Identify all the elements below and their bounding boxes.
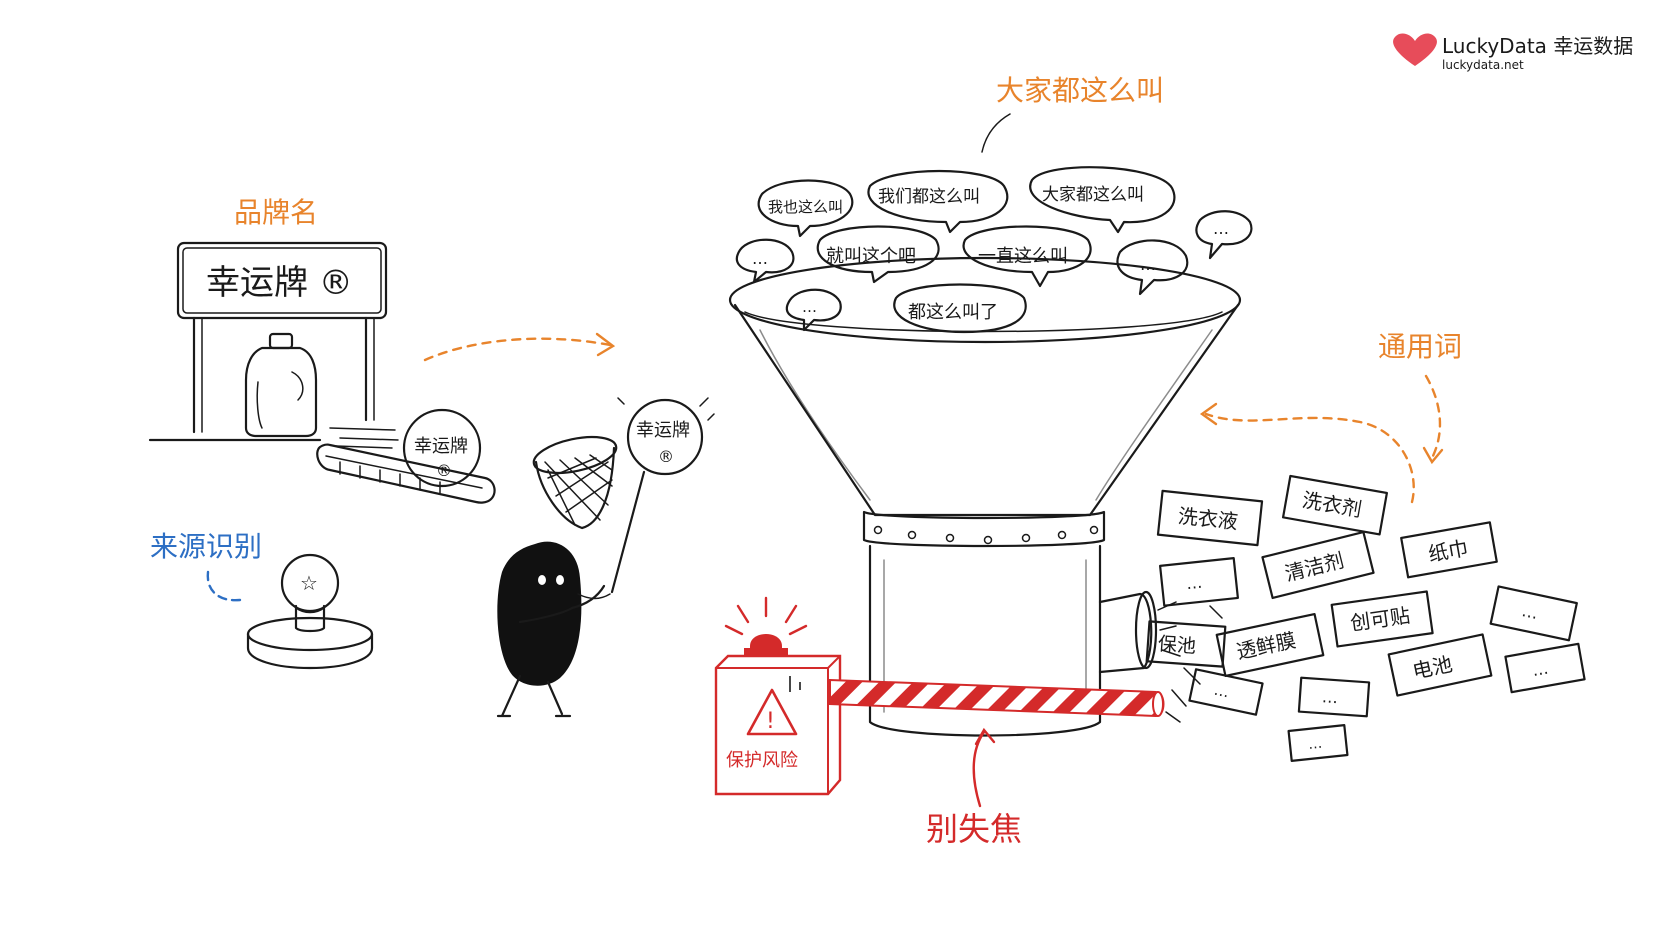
- bubble-text: 就叫这个吧: [826, 246, 916, 267]
- card-text: 清洁剂: [1282, 548, 1346, 586]
- speech-bubble: 我也这么叫: [757, 179, 854, 238]
- heart-icon: [1393, 33, 1437, 66]
- card-text: 洗衣液: [1177, 504, 1239, 534]
- speech-bubble: …: [1195, 210, 1253, 260]
- speech-bubble: …: [735, 238, 795, 284]
- speech-bubble: 一直这么叫: [962, 225, 1092, 288]
- sign-text: 幸运牌 ®: [206, 263, 353, 303]
- star-icon: ☆: [300, 571, 318, 595]
- blue-pointer: [206, 570, 242, 602]
- token-text: 幸运牌: [414, 436, 468, 457]
- arrowhead-icon: [595, 332, 616, 357]
- pointer-line: [981, 113, 1011, 153]
- word-card: …: [1297, 676, 1371, 718]
- bubble-text: …: [802, 298, 817, 316]
- card-text: 透鲜膜: [1234, 628, 1298, 664]
- token-mark: ®: [436, 461, 452, 480]
- word-card: 洗衣液: [1156, 489, 1264, 547]
- arrow-down-generic: [1424, 374, 1442, 460]
- speech-bubble: 大家都这么叫: [1029, 166, 1176, 234]
- card-text: …: [1185, 573, 1203, 594]
- arrowhead-icon: [1422, 446, 1444, 465]
- label-brand-name: 品牌名: [234, 196, 318, 229]
- word-card: 清洁剂: [1261, 530, 1375, 600]
- arrowhead-icon: [974, 727, 996, 746]
- label-source-id: 来源识别: [150, 530, 262, 563]
- bubble-text: …: [752, 249, 768, 268]
- label-everyone-calls: 大家都这么叫: [996, 74, 1164, 107]
- brand-sign: 幸运牌 ®: [148, 241, 388, 442]
- speech-bubble: 都这么叫了: [893, 283, 1027, 334]
- arrowhead-icon: [1199, 402, 1218, 426]
- alarm-light: [724, 596, 808, 658]
- bubble-text: …: [1140, 255, 1156, 274]
- label-generic-word: 通用词: [1378, 330, 1462, 363]
- card-text: …: [1307, 736, 1323, 753]
- speech-bubbles: 我也这么叫 我们都这么叫 大家都这么叫 … 就叫这个吧 一直这么叫 … …: [735, 166, 1253, 334]
- word-card: 洗衣剂: [1281, 474, 1388, 536]
- word-card: …: [1489, 585, 1578, 642]
- brand-name: LuckyData 幸运数据: [1442, 34, 1633, 58]
- word-card: …: [1159, 557, 1239, 607]
- word-card: 创可贴: [1330, 590, 1434, 648]
- word-card: 纸巾: [1400, 521, 1498, 579]
- detergent-bottle-icon: [244, 332, 318, 438]
- card-text: …: [1520, 601, 1540, 623]
- card-text: …: [1531, 659, 1550, 680]
- label-dont-lose-focus: 别失焦: [926, 810, 1022, 848]
- word-card: 保池: [1145, 620, 1227, 668]
- bubble-text: 大家都这么叫: [1042, 185, 1144, 205]
- card-text: 纸巾: [1426, 536, 1470, 567]
- speech-bubble: 我们都这么叫: [867, 169, 1009, 234]
- speech-bubble: 就叫这个吧: [816, 225, 940, 284]
- generic-cards: 洗衣液 洗衣剂 纸巾 … 清洁剂 保池 透鲜膜 创可贴: [1145, 474, 1586, 762]
- warning-exclaim-icon: !: [766, 709, 775, 734]
- word-card: …: [1188, 668, 1264, 716]
- card-text: 保池: [1157, 633, 1196, 658]
- brand-logo: LuckyData 幸运数据 luckydata.net: [1393, 33, 1633, 72]
- card-text: …: [1212, 681, 1230, 702]
- label-protect-risk: 保护风险: [726, 750, 798, 771]
- bubble-text: …: [1213, 219, 1229, 238]
- card-text: …: [1321, 687, 1338, 707]
- word-card: 电池: [1387, 633, 1493, 697]
- card-text: 洗衣剂: [1300, 488, 1363, 522]
- speech-bubble: …: [1116, 239, 1189, 296]
- word-card: …: [1287, 724, 1349, 762]
- character-catcher: 幸运牌 ®: [496, 397, 715, 718]
- bubble-text: 一直这么叫: [978, 246, 1068, 267]
- warning-triangle-icon: [746, 688, 798, 736]
- word-card: …: [1504, 642, 1586, 694]
- brand-url: luckydata.net: [1442, 58, 1524, 72]
- token-text-caught: 幸运牌: [636, 420, 690, 441]
- bubble-text: 都这么叫了: [908, 302, 998, 323]
- bubble-text: 我也这么叫: [768, 198, 843, 216]
- card-text: 电池: [1410, 652, 1454, 684]
- card-text: 创可贴: [1349, 603, 1412, 635]
- speech-bubble: …: [785, 288, 842, 332]
- arrow-to-catcher: [423, 337, 612, 362]
- rolling-token: 幸运牌 ®: [329, 408, 482, 488]
- barrier-arm: [829, 678, 1165, 718]
- warning-box: ! 保护风险: [714, 654, 842, 796]
- rubber-stamp: ☆: [246, 553, 374, 670]
- bubble-text: 我们都这么叫: [878, 187, 980, 207]
- token-mark-caught: ®: [658, 447, 674, 466]
- arrow-generic-to-funnel: [1204, 412, 1415, 504]
- word-card: 透鲜膜: [1215, 612, 1325, 678]
